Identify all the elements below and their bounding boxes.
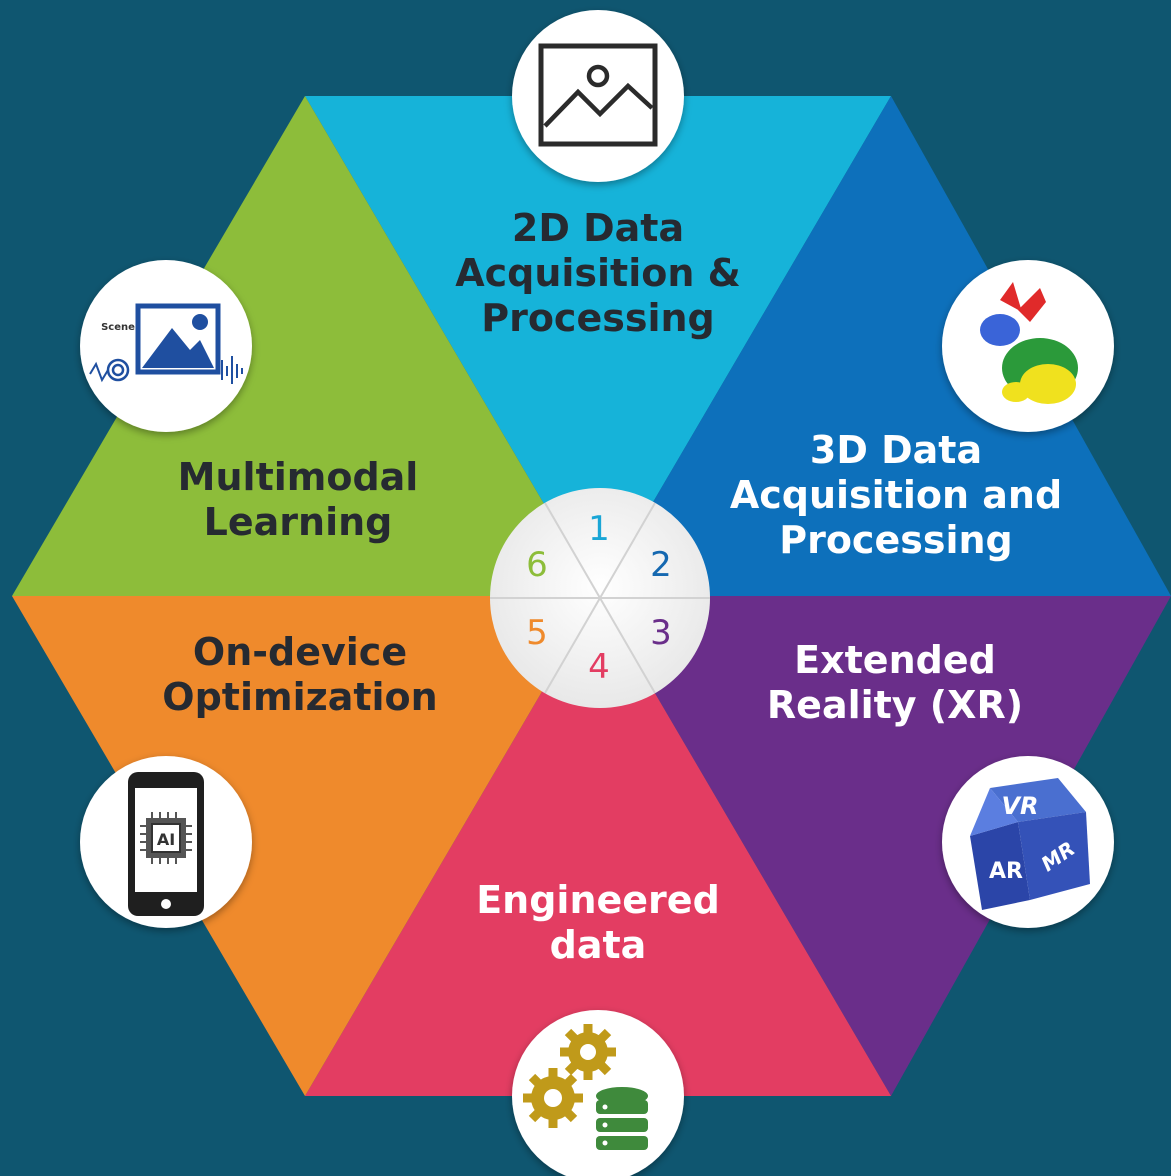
label-engineered-line-1: Engineered — [476, 878, 720, 922]
segment-4-engineered-data — [305, 596, 891, 1096]
segment-6-multimodal — [12, 96, 598, 596]
label-on-device-line-1: On-device — [192, 630, 408, 674]
segment-number-5: 5 — [526, 613, 548, 653]
label-3d-line-3: Processing — [779, 517, 1013, 562]
label-xr-line-1: Extended — [794, 638, 996, 682]
label-on-device: On-device Optimization — [140, 630, 460, 720]
label-2d-data: 2D Data Acquisition & Processing — [420, 206, 776, 340]
segment-5-on-device — [12, 596, 598, 1096]
ai-chip-label: AI — [157, 830, 175, 849]
label-multimodal: Multimodal Learning — [150, 455, 446, 545]
label-3d-data: 3D Data Acquisition and Processing — [706, 428, 1086, 562]
label-on-device-line-2: Optimization — [162, 674, 438, 719]
segment-1-2d-data — [305, 96, 891, 596]
label-2d-line-1: 2D Data — [511, 206, 685, 250]
vr-ar-mr-cube-icon: VR AR MR — [942, 756, 1114, 928]
segment-number-6: 6 — [526, 545, 548, 585]
label-multimodal-line-1: Multimodal — [177, 455, 419, 499]
label-2d-line-3: Processing — [481, 295, 715, 340]
segment-3-extended-reality — [598, 596, 1171, 1096]
label-2d-line-2: Acquisition & — [455, 250, 741, 295]
segment-2-3d-data — [598, 96, 1171, 596]
center-hub: 1 2 3 4 5 6 — [490, 488, 710, 708]
ar-label: AR — [989, 859, 1023, 884]
gears-database-icon — [512, 1010, 684, 1176]
3d-bunny-icon — [942, 260, 1114, 432]
segment-number-3: 3 — [650, 613, 672, 653]
label-extended-reality: Extended Reality (XR) — [740, 638, 1050, 728]
phone-ai-chip-icon: AI — [80, 756, 252, 928]
label-engineered-data: Engineered data — [450, 878, 746, 968]
label-multimodal-line-2: Learning — [203, 499, 393, 544]
scene-audio-icon: Scene — [80, 260, 252, 432]
segment-number-2: 2 — [650, 545, 672, 585]
label-3d-line-1: 3D Data — [809, 428, 983, 472]
label-engineered-line-2: data — [549, 922, 647, 967]
label-3d-line-2: Acquisition and — [729, 472, 1063, 517]
vr-label: VR — [1001, 792, 1038, 820]
segment-number-1: 1 — [588, 509, 610, 549]
label-xr-line-2: Reality (XR) — [766, 682, 1024, 727]
segment-number-4: 4 — [588, 647, 610, 687]
image-icon — [512, 10, 684, 182]
scene-label: Scene — [101, 322, 135, 333]
